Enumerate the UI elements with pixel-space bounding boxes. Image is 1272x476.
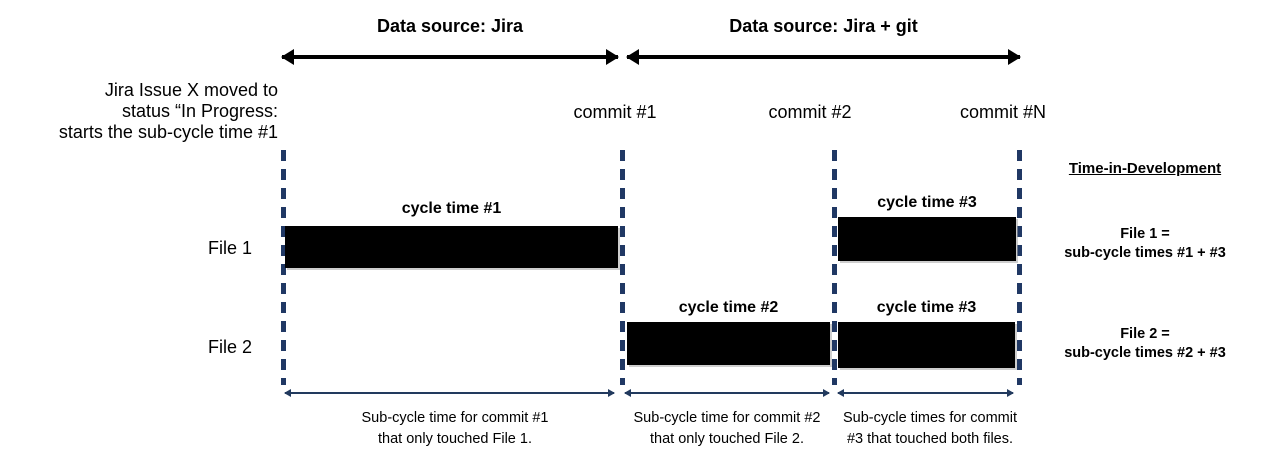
- subcycle-3-caption-line1: Sub-cycle times for commit: [842, 410, 1018, 426]
- boundary-dashed-line-commit2: [832, 150, 837, 385]
- cycle-time-3-file2-label: cycle time #3: [876, 299, 977, 316]
- data-source-jira-label: Data source: Jira: [376, 16, 524, 36]
- file-1-formula: File 1 = sub-cycle times #1 + #3: [1030, 225, 1260, 263]
- boundary-dashed-line-commit1: [620, 150, 625, 385]
- file-2-formula-line2: sub-cycle times #2 + #3: [1064, 345, 1226, 361]
- cycle-time-3-file1-bar: [838, 217, 1016, 261]
- cycle-time-1-label: cycle time #1: [401, 200, 502, 217]
- subcycle-3-caption: Sub-cycle times for commit #3 that touch…: [826, 408, 1034, 450]
- time-in-development-title: Time-in-Development: [1068, 160, 1222, 177]
- jira-issue-note-line3: starts the sub-cycle time #1: [58, 122, 278, 142]
- jira-span-arrow: [282, 55, 618, 59]
- boundary-dashed-line-start: [281, 150, 286, 385]
- commit-n-label: commit #N: [959, 102, 1046, 122]
- file-1-row-label: File 1: [207, 238, 252, 258]
- file-2-formula: File 2 = sub-cycle times #2 + #3: [1030, 325, 1260, 363]
- subcycle-2-caption-line1: Sub-cycle time for commit #2: [633, 410, 821, 426]
- file-2-formula-line1: File 2 =: [1120, 326, 1170, 342]
- subcycle-2-caption-line2: that only touched File 2.: [650, 431, 804, 447]
- jira-issue-note: Jira Issue X moved to status “In Progres…: [8, 80, 278, 143]
- subcycle-2-caption: Sub-cycle time for commit #2 that only t…: [614, 408, 840, 450]
- jira-git-span-arrow: [627, 55, 1020, 59]
- file-1-formula-line2: sub-cycle times #1 + #3: [1064, 245, 1226, 261]
- subcycle-3-span-arrow: [838, 392, 1013, 394]
- commit-2-label: commit #2: [768, 102, 852, 122]
- subcycle-2-span-arrow: [625, 392, 829, 394]
- cycle-time-2-label: cycle time #2: [678, 299, 779, 316]
- subcycle-1-caption-line2: that only touched File 1.: [378, 431, 532, 447]
- file-2-row-label: File 2: [207, 337, 252, 357]
- jira-issue-note-line2: status “In Progress:: [121, 101, 278, 121]
- cycle-time-2-bar: [627, 322, 830, 365]
- data-source-jira-git-label: Data source: Jira + git: [729, 16, 918, 36]
- subcycle-1-caption-line1: Sub-cycle time for commit #1: [361, 410, 549, 426]
- jira-issue-note-line1: Jira Issue X moved to: [104, 80, 278, 100]
- boundary-dashed-line-commitN: [1017, 150, 1022, 385]
- subcycle-3-caption-line2: #3 that touched both files.: [846, 431, 1014, 447]
- cycle-time-3-file1-label: cycle time #3: [877, 194, 977, 211]
- commit-1-label: commit #1: [573, 102, 657, 122]
- subcycle-1-caption: Sub-cycle time for commit #1 that only t…: [330, 408, 580, 450]
- subcycle-1-span-arrow: [285, 392, 614, 394]
- cycle-time-3-file2-bar: [838, 322, 1015, 368]
- cycle-time-1-bar: [285, 226, 618, 268]
- file-1-formula-line1: File 1 =: [1120, 226, 1170, 242]
